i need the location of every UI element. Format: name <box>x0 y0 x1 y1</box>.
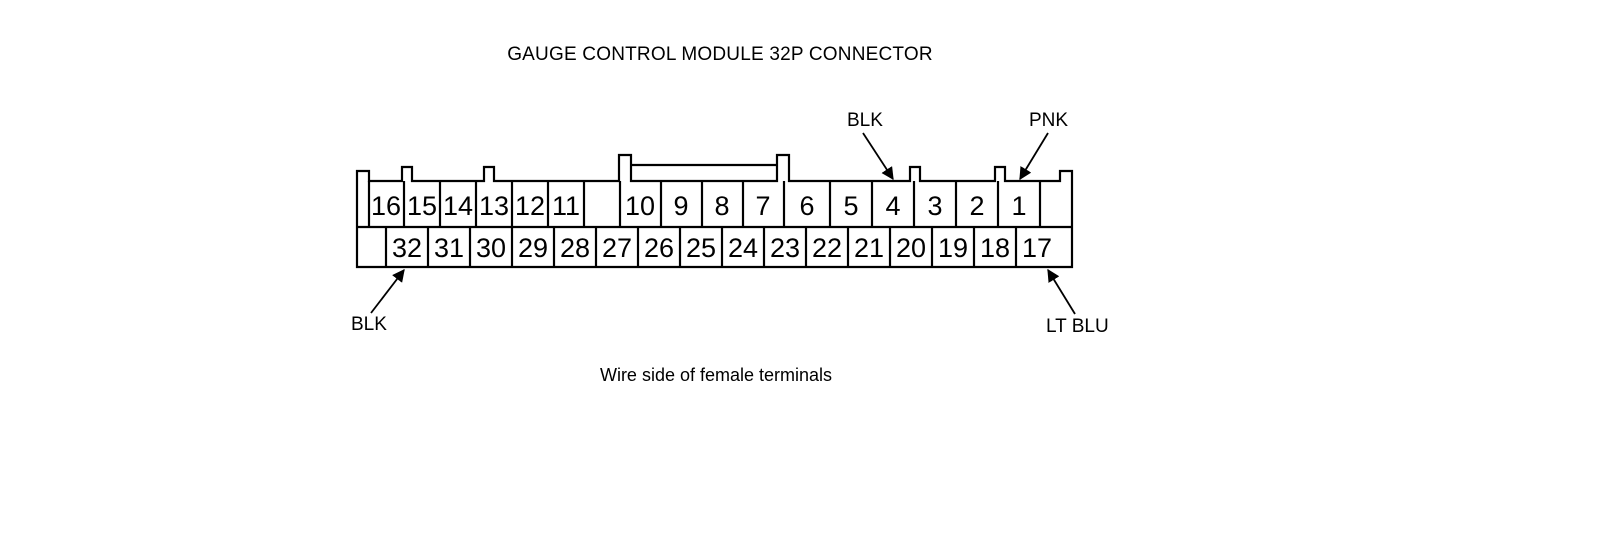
pin-21: 21 <box>854 233 884 263</box>
pin-16: 16 <box>371 191 401 221</box>
pin-30: 30 <box>476 233 506 263</box>
pin-15: 15 <box>407 191 437 221</box>
pin-25: 25 <box>686 233 716 263</box>
pin-29: 29 <box>518 233 548 263</box>
pin-20: 20 <box>896 233 926 263</box>
bottom-row-separators <box>384 227 1018 267</box>
pin-9: 9 <box>673 191 688 221</box>
pin-7: 7 <box>755 191 770 221</box>
pin-6: 6 <box>799 191 814 221</box>
pin-19: 19 <box>938 233 968 263</box>
page-title: GAUGE CONTROL MODULE 32P CONNECTOR <box>507 44 933 65</box>
pin-11: 11 <box>552 191 580 221</box>
diagram-caption: Wire side of female terminals <box>599 365 833 385</box>
callout-label-ltblu-bottom: LT BLU <box>1046 316 1109 337</box>
top-row-separators <box>367 181 1042 227</box>
callout-label-blk-top: BLK <box>847 110 883 131</box>
pin-27: 27 <box>602 233 632 263</box>
callout-label-pnk-top: PNK <box>1029 110 1069 131</box>
pin-1: 1 <box>1011 191 1026 221</box>
top-row-pin-numbers: 16 15 14 13 12 11 10 9 8 7 6 5 4 3 2 1 <box>371 191 1027 221</box>
pin-5: 5 <box>843 191 858 221</box>
leader-blk-top <box>862 132 894 181</box>
pin-26: 26 <box>644 233 674 263</box>
pin-2: 2 <box>969 191 984 221</box>
pin-12: 12 <box>515 191 545 221</box>
pin-23: 23 <box>770 233 800 263</box>
pin-28: 28 <box>560 233 590 263</box>
bottom-row-pin-numbers: 32 31 30 29 28 27 26 25 24 23 22 21 20 1… <box>392 233 1052 263</box>
pin-17: 17 <box>1022 233 1052 263</box>
pin-31: 31 <box>434 233 464 263</box>
pin-3: 3 <box>927 191 942 221</box>
pin-8: 8 <box>714 191 729 221</box>
leader-blk-bottom <box>370 269 405 314</box>
pin-22: 22 <box>812 233 842 263</box>
pin-4: 4 <box>885 191 900 221</box>
housing-outline <box>355 153 1074 269</box>
pin-14: 14 <box>443 191 473 221</box>
callout-leaders <box>370 132 1076 315</box>
pin-24: 24 <box>728 233 758 263</box>
leader-ltblu-bottom <box>1047 268 1076 315</box>
pin-32: 32 <box>392 233 422 263</box>
pin-18: 18 <box>980 233 1010 263</box>
leader-pnk-top <box>1019 132 1049 181</box>
callout-label-blk-bottom: BLK <box>351 314 387 335</box>
pin-13: 13 <box>479 191 509 221</box>
pin-10: 10 <box>625 191 655 221</box>
